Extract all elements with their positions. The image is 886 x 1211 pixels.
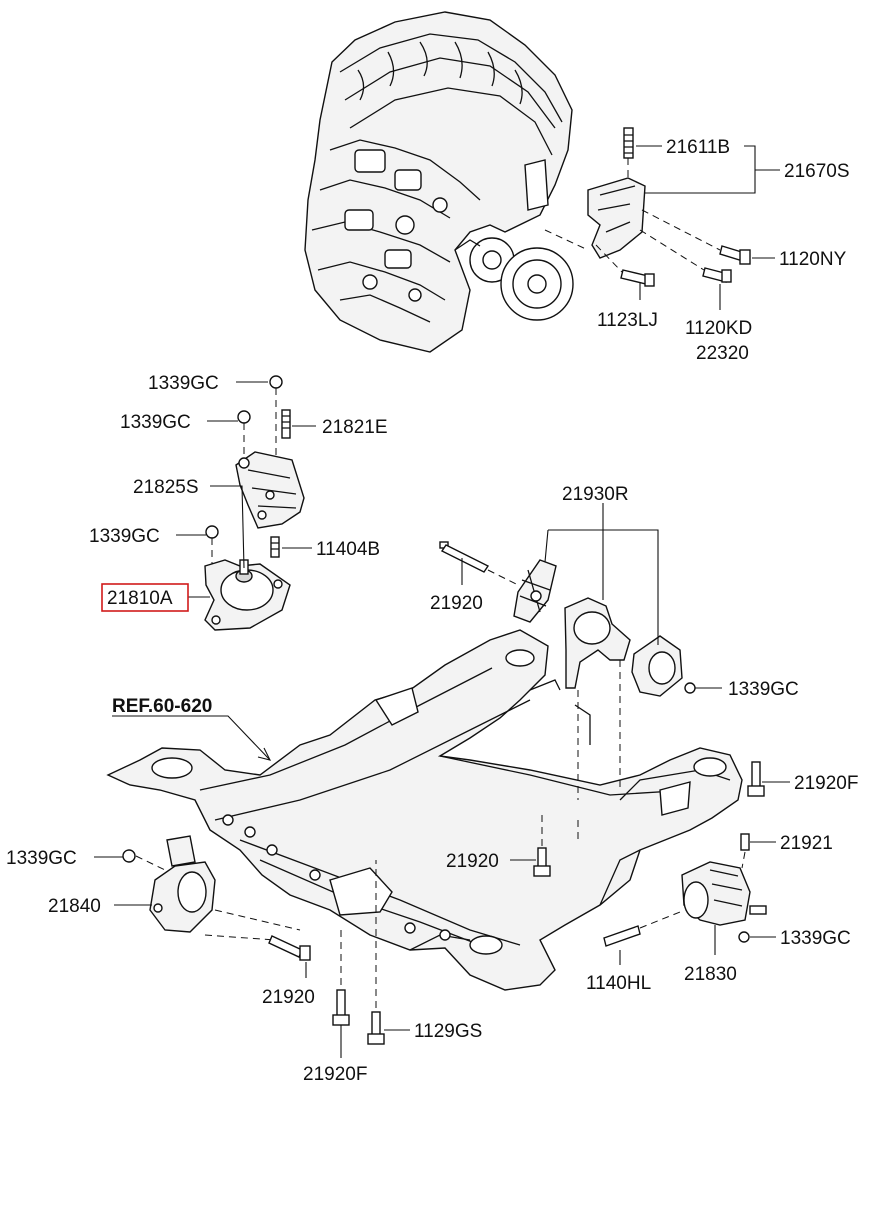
- label-1339GC-upper: 1339GC: [120, 412, 191, 433]
- engine-mount-21810A: [204, 375, 305, 631]
- engine-bracket-21670S: [544, 127, 751, 287]
- label-21810A: 21810A: [107, 588, 173, 609]
- label-22320: 22320: [696, 343, 749, 364]
- label-21840: 21840: [48, 896, 101, 917]
- label-1140HL: 1140HL: [586, 973, 651, 994]
- label-21921: 21921: [780, 833, 833, 854]
- label-1339GC-lower-right: 1339GC: [780, 928, 851, 949]
- label-1120KD: 1120KD: [685, 318, 752, 339]
- transaxle-mount-21830: [603, 833, 767, 947]
- subframe-bolts: [332, 660, 765, 1045]
- transaxle-mount-21840: [122, 835, 311, 961]
- leader-lines: [94, 145, 790, 1058]
- label-1120NY: 1120NY: [779, 249, 847, 270]
- label-21920-upper: 21920: [430, 593, 483, 614]
- label-21611B: 21611B: [666, 137, 730, 158]
- label-21930R: 21930R: [562, 484, 629, 505]
- label-11404B: 11404B: [316, 539, 380, 560]
- subframe-crossmember: [106, 629, 743, 991]
- label-1129GS: 1129GS: [414, 1021, 482, 1042]
- label-21830: 21830: [684, 964, 737, 985]
- label-1339GC-mid: 1339GC: [89, 526, 160, 547]
- engine-block-drawing: [304, 11, 574, 353]
- part-labels: 21611B 21670S 1120NY 1123LJ 1120KD 22320…: [6, 137, 858, 1085]
- roll-mount-21930R: [439, 541, 696, 697]
- label-21825S: 21825S: [133, 477, 199, 498]
- label-1339GC-right: 1339GC: [728, 679, 799, 700]
- label-1339GC-lower-left: 1339GC: [6, 848, 77, 869]
- label-ref-60-620: REF.60-620: [112, 696, 212, 717]
- label-21920-center: 21920: [446, 851, 499, 872]
- label-21920F-right: 21920F: [794, 773, 858, 794]
- label-21821E: 21821E: [322, 417, 388, 438]
- highlight-box-21810A: [101, 583, 189, 612]
- label-1123LJ: 1123LJ: [597, 310, 658, 331]
- label-1339GC-top: 1339GC: [148, 373, 219, 394]
- label-21920-lower: 21920: [262, 987, 315, 1008]
- label-21670S: 21670S: [784, 161, 850, 182]
- label-21920F-bottom: 21920F: [303, 1064, 367, 1085]
